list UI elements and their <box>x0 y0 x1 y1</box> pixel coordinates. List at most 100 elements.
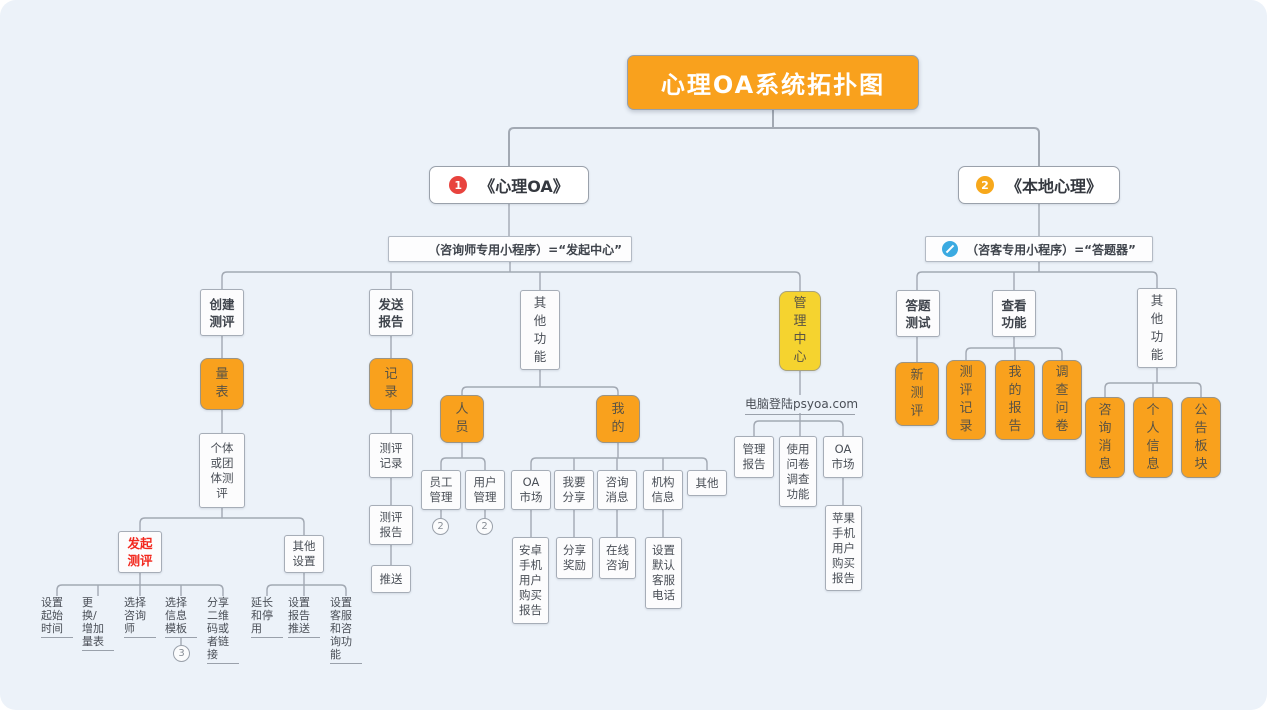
node-oa-market-2[interactable]: OA 市场 <box>823 436 863 478</box>
node-label: 测评 报告 <box>379 510 403 539</box>
leaf-set-start-time[interactable]: 设置 起始 时间 <box>41 596 73 638</box>
leaf-label: 选择 信息 模板 <box>165 596 187 635</box>
node-label: 创建 测评 <box>209 296 235 329</box>
node-answer-test[interactable]: 答题 测试 <box>896 290 940 337</box>
node-bulletin-board[interactable]: 公 告 板 块 <box>1181 397 1221 478</box>
node-scale[interactable]: 量 表 <box>200 358 244 410</box>
node-i-want-to-share[interactable]: 我要 分享 <box>554 470 594 510</box>
leaf-label: 设置 报告 推送 <box>288 596 310 635</box>
leaf-label: 更 换/ 增加 量表 <box>82 596 104 648</box>
node-test-record-orange[interactable]: 测 评 记 录 <box>946 360 986 440</box>
node-personnel[interactable]: 人 员 <box>440 395 484 443</box>
node-other-settings[interactable]: 其他 设置 <box>284 535 324 573</box>
node-label: 测 评 记 录 <box>959 365 973 434</box>
node-consult-messages[interactable]: 咨询 消息 <box>597 470 637 510</box>
node-new-test[interactable]: 新 测 评 <box>895 362 939 426</box>
node-online-consult[interactable]: 在线 咨询 <box>599 537 636 579</box>
node-my-report[interactable]: 我 的 报 告 <box>995 360 1035 440</box>
node-label: 分享 奖励 <box>563 543 586 572</box>
node-label: 其 他 功 能 <box>533 295 547 364</box>
node-label: 管理 报告 <box>742 442 766 471</box>
node-label: 答题 测试 <box>905 297 931 330</box>
node-label: OA 市场 <box>519 475 543 504</box>
node-test-record[interactable]: 测评 记录 <box>369 433 413 478</box>
node-label: 设置 默认 客服 电话 <box>652 543 675 602</box>
node-label: 我 的 <box>611 402 625 435</box>
number-2-badge-icon: 2 <box>975 176 994 194</box>
node-staff-management[interactable]: 员工 管理 <box>421 470 461 510</box>
node-mine[interactable]: 我 的 <box>596 395 640 443</box>
node-record[interactable]: 记 录 <box>369 358 413 410</box>
note-counselor-miniprogram[interactable]: （咨询师专用小程序）=“发起中心” <box>388 236 632 262</box>
node-questionnaire-function[interactable]: 使用 问卷 调查 功能 <box>779 436 817 507</box>
node-label: 《本地心理》 <box>1005 177 1102 196</box>
node-label: OA 市场 <box>831 442 855 471</box>
node-apple-buy-report[interactable]: 苹果 手机 用户 购买 报告 <box>825 505 862 591</box>
node-launch-test[interactable]: 发起 测评 <box>118 531 162 573</box>
node-default-service-phone[interactable]: 设置 默认 客服 电话 <box>645 537 682 609</box>
leaf-extend-and-stop[interactable]: 延长 和停 用 <box>251 596 283 638</box>
node-consult-message-orange[interactable]: 咨 询 消 息 <box>1085 397 1125 478</box>
leaf-change-add-scale[interactable]: 更 换/ 增加 量表 <box>82 596 114 651</box>
leaf-label: 延长 和停 用 <box>251 596 273 635</box>
node-management-report[interactable]: 管理 报告 <box>734 436 774 478</box>
node-other-functions-right[interactable]: 其 他 功 能 <box>1137 288 1177 368</box>
leaf-report-push-settings[interactable]: 设置 报告 推送 <box>288 596 320 638</box>
node-view-functions[interactable]: 查看 功能 <box>992 290 1036 337</box>
node-other-functions-left[interactable]: 其 他 功 能 <box>520 290 560 370</box>
node-android-buy-report[interactable]: 安卓 手机 用户 购买 报告 <box>512 537 549 624</box>
node-label: 查看 功能 <box>1001 297 1027 330</box>
node-label: 使用 问卷 调查 功能 <box>786 441 810 501</box>
leaf-label: 选择 咨询 师 <box>124 596 146 635</box>
node-label: 发起 测评 <box>127 536 153 568</box>
node-label: 咨 询 消 息 <box>1098 402 1112 472</box>
node-label: 员工 管理 <box>429 475 453 504</box>
leaf-customer-service-settings[interactable]: 设置 客服 和咨 询功 能 <box>330 596 362 664</box>
node-send-report[interactable]: 发送 报告 <box>369 289 413 336</box>
number-1-badge-icon: 1 <box>449 176 468 194</box>
leaf-share-qrcode-or-link[interactable]: 分享 二维 码或 者链 接 <box>207 596 239 664</box>
leaf-label: 电脑登陆psyoa.com <box>745 397 859 411</box>
node-label: 人 员 <box>455 402 469 435</box>
number-2-mini-badge-staff: 2 <box>432 518 449 535</box>
node-label: 推送 <box>379 571 403 586</box>
node-org-info[interactable]: 机构 信息 <box>643 470 683 510</box>
node-oa-market-1[interactable]: OA 市场 <box>511 470 551 510</box>
node-label: 新 测 评 <box>910 368 924 419</box>
node-user-management[interactable]: 用户 管理 <box>465 470 505 510</box>
node-other-small[interactable]: 其他 <box>687 470 727 496</box>
leaf-choose-counselor[interactable]: 选择 咨询 师 <box>124 596 156 638</box>
node-label: 用户 管理 <box>473 475 497 504</box>
node-label: 量 表 <box>215 367 229 400</box>
node-local-psych-app[interactable]: 2 《本地心理》 <box>958 166 1120 204</box>
node-survey-questionnaire[interactable]: 调 查 问 卷 <box>1042 360 1082 440</box>
node-label: 我要 分享 <box>562 475 586 504</box>
node-psych-oa-app[interactable]: 1 《心理OA》 <box>429 166 589 204</box>
leaf-choose-info-template[interactable]: 选择 信息 模板 <box>165 596 197 638</box>
note-label: （咨询师专用小程序）=“发起中心” <box>428 242 622 257</box>
leaf-pc-login-url[interactable]: 电脑登陆psyoa.com <box>745 395 859 415</box>
node-label: 机构 信息 <box>651 475 675 504</box>
node-label: 管 理 中 心 <box>793 296 807 365</box>
root-title-node[interactable]: 心理OA系统拓扑图 <box>627 55 919 110</box>
node-individual-or-group-test[interactable]: 个体 或团 体测 评 <box>199 433 245 508</box>
node-management-center[interactable]: 管 理 中 心 <box>779 291 821 371</box>
node-label: 《心理OA》 <box>479 177 569 196</box>
node-personal-info[interactable]: 个 人 信 息 <box>1133 397 1173 478</box>
node-label: 记 录 <box>384 367 398 400</box>
node-push[interactable]: 推送 <box>371 565 411 593</box>
node-label: 个 人 信 息 <box>1146 402 1160 472</box>
note-client-miniprogram[interactable]: （咨客专用小程序）=“答题器” <box>925 236 1153 262</box>
leaf-label: 设置 起始 时间 <box>41 596 63 635</box>
node-label: 咨询 消息 <box>605 475 629 504</box>
node-label: 调 查 问 卷 <box>1055 365 1069 434</box>
node-label: 测评 记录 <box>379 440 403 470</box>
node-label: 其 他 功 能 <box>1150 293 1164 362</box>
node-label: 公 告 板 块 <box>1194 402 1208 472</box>
node-create-test[interactable]: 创建 测评 <box>200 289 244 336</box>
node-label: 个体 或团 体测 评 <box>210 440 234 500</box>
number-2-mini-badge-user: 2 <box>476 518 493 535</box>
node-label: 我 的 报 告 <box>1008 365 1022 434</box>
node-test-report[interactable]: 测评 报告 <box>369 505 413 545</box>
node-share-reward[interactable]: 分享 奖励 <box>556 537 593 579</box>
